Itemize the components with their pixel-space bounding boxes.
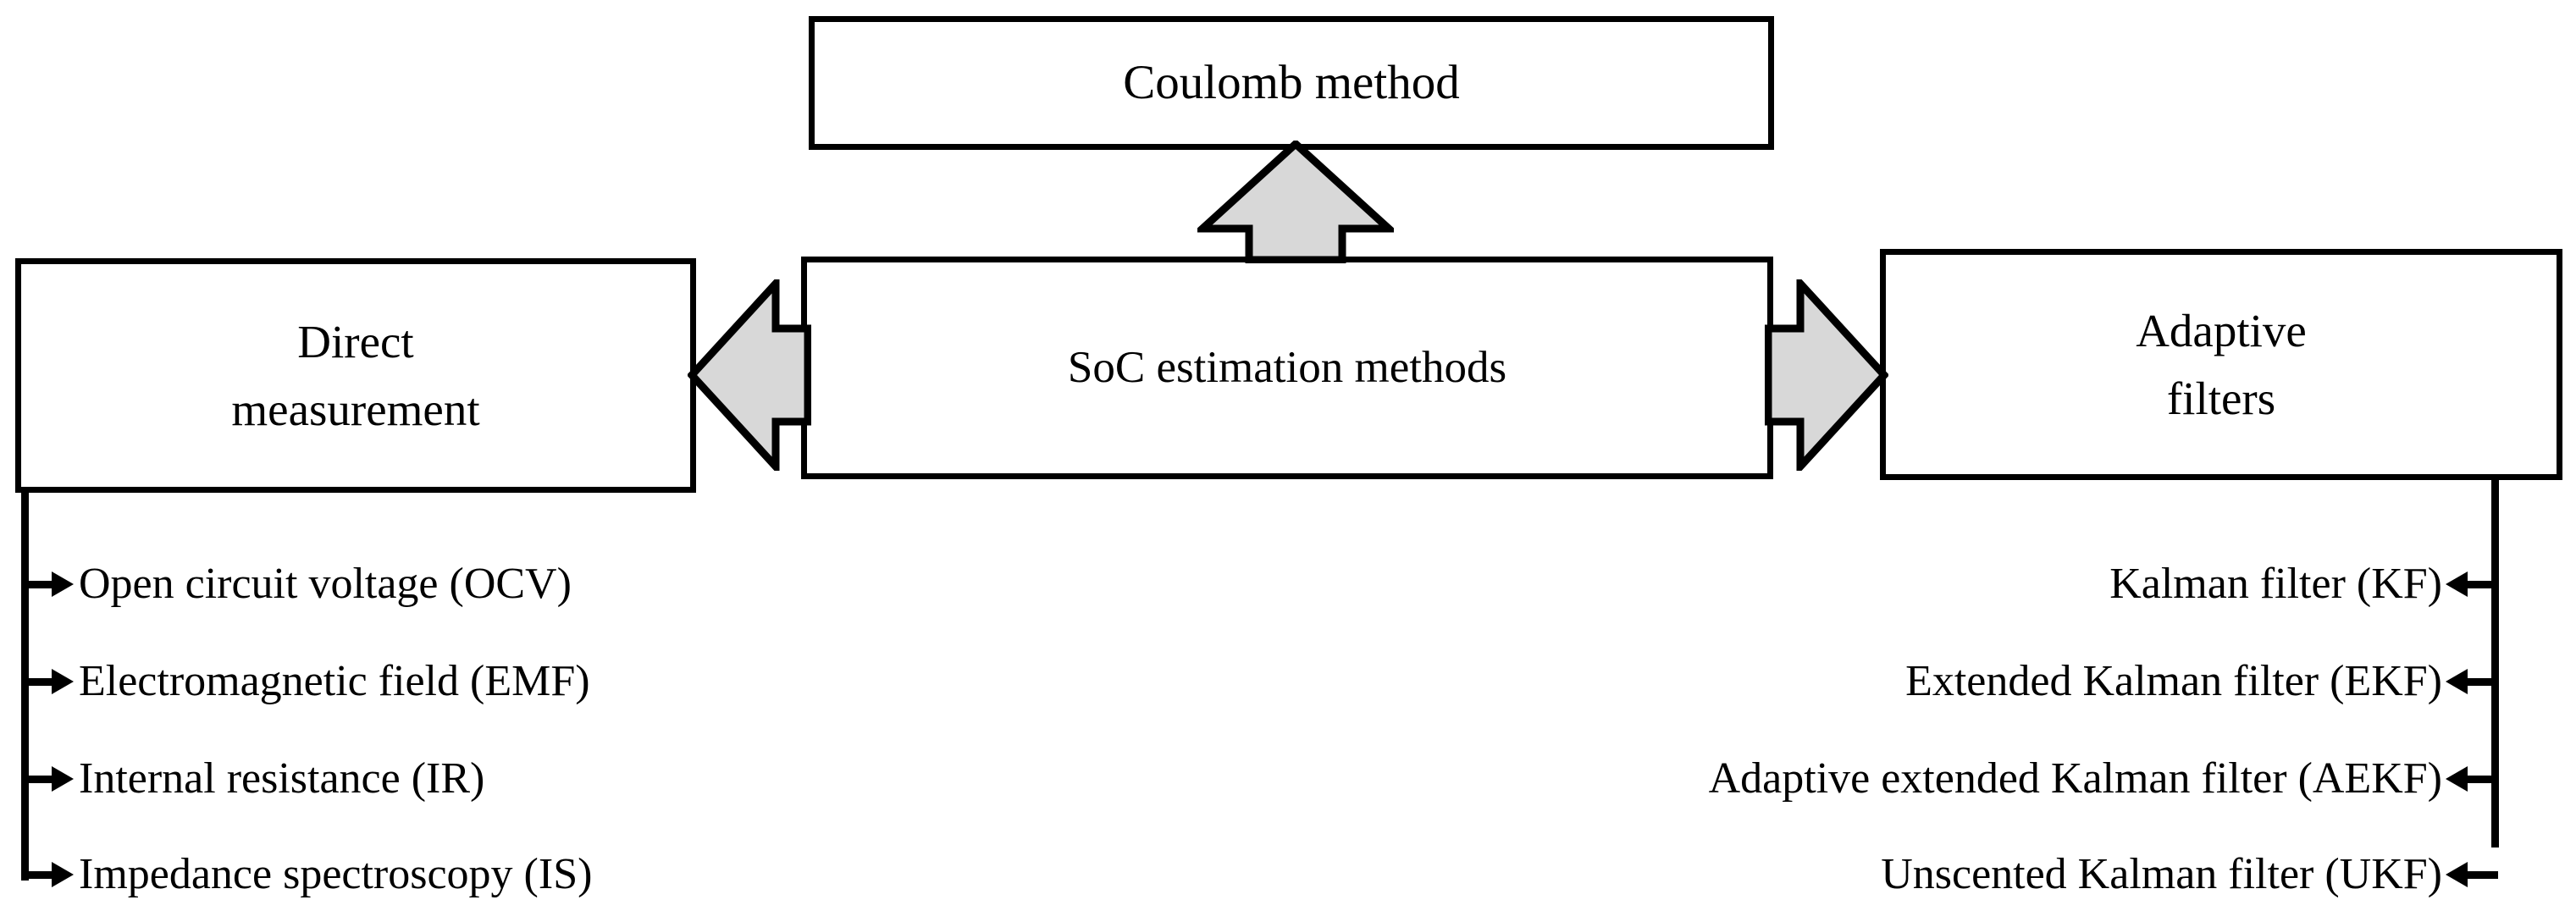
list-item-label: Electromagnetic field (EMF) [79, 657, 590, 705]
block-arrow-up-icon [1197, 141, 1394, 263]
list-item[interactable]: Adaptive extended Kalman filter (AEKF) [1709, 754, 2498, 803]
arrow-right-icon [21, 861, 74, 887]
list-item[interactable]: Kalman filter (KF) [2109, 559, 2498, 609]
node-adaptive-filters[interactable]: Adaptive filters [1880, 249, 2562, 480]
list-item[interactable]: Internal resistance (IR) [21, 754, 484, 803]
list-item[interactable]: Impedance spectroscopy (IS) [21, 849, 592, 899]
connector-line-adaptive-branch [2491, 474, 2499, 848]
list-item-label: Open circuit voltage (OCV) [79, 560, 572, 608]
arrow-left-icon [2446, 571, 2498, 597]
arrow-right-icon [21, 765, 74, 792]
node-direct-measurement-label: Direct measurement [231, 315, 480, 435]
list-item-label: Kalman filter (KF) [2109, 560, 2442, 608]
node-coulomb-method-label: Coulomb method [1123, 55, 1460, 109]
node-soc-estimation-methods[interactable]: SoC estimation methods [801, 257, 1773, 479]
list-item[interactable]: Extended Kalman filter (EKF) [1905, 656, 2498, 706]
node-direct-measurement[interactable]: Direct measurement [15, 258, 696, 493]
arrow-right-icon [21, 668, 74, 694]
node-coulomb-method[interactable]: Coulomb method [809, 16, 1774, 150]
list-item[interactable]: Open circuit voltage (OCV) [21, 559, 572, 609]
arrow-left-icon [2446, 861, 2498, 887]
arrow-left-icon [2446, 668, 2498, 694]
list-item-label: Extended Kalman filter (EKF) [1905, 657, 2442, 705]
arrow-left-icon [2446, 765, 2498, 792]
list-item-label: Adaptive extended Kalman filter (AEKF) [1708, 754, 2442, 803]
list-item[interactable]: Electromagnetic field (EMF) [21, 656, 590, 706]
list-item[interactable]: Unscented Kalman filter (UKF) [1881, 849, 2498, 899]
block-arrow-left-icon [688, 279, 811, 471]
node-adaptive-filters-label: Adaptive filters [2136, 304, 2307, 424]
list-item-label: Impedance spectroscopy (IS) [79, 850, 593, 898]
list-item-label: Unscented Kalman filter (UKF) [1881, 850, 2442, 898]
block-arrow-right-icon [1765, 279, 1888, 471]
arrow-right-icon [21, 571, 74, 597]
node-soc-estimation-methods-label: SoC estimation methods [1067, 342, 1507, 392]
list-item-label: Internal resistance (IR) [79, 754, 485, 803]
